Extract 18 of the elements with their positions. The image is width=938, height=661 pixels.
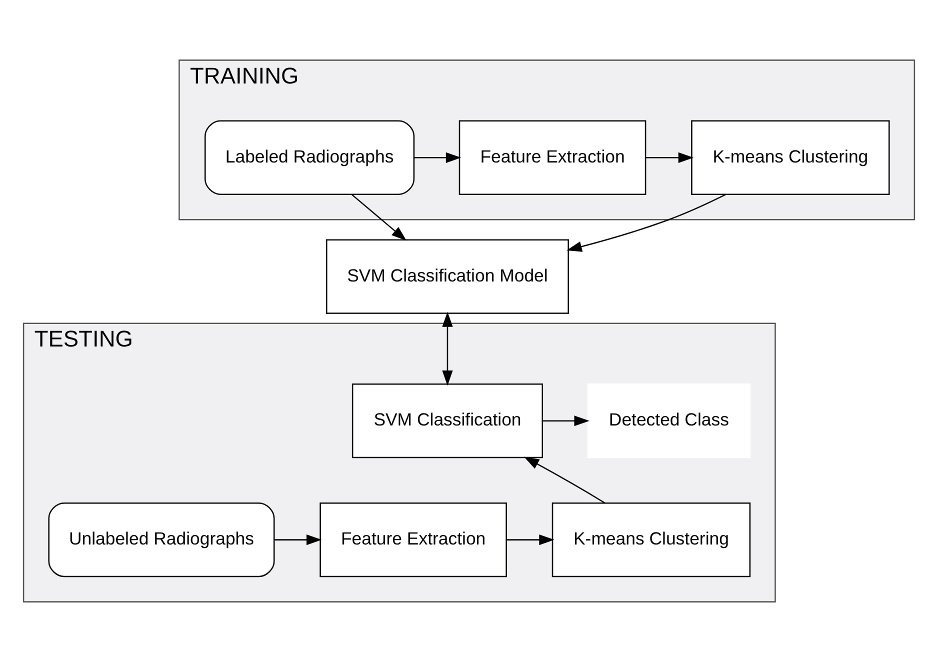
arrow [274,534,322,545]
node-box: Feature Extraction [458,120,646,194]
node-box: Detected Class [587,383,751,458]
arrow [506,534,554,545]
node-box: K-means Clustering [691,120,890,194]
node-box: Labeled Radiographs [204,120,415,194]
arrow [442,311,453,386]
arrow [646,152,694,162]
node-box: Unlabeled Radiographs [48,502,275,577]
arrow [524,456,606,504]
arrow [542,415,590,426]
arrow [566,193,726,252]
node-box: SVM Classification [352,383,544,458]
arrow [351,193,407,240]
arrow [414,152,462,162]
node-box: K-means Clustering [552,502,751,577]
node-box: SVM Classification Model [326,238,569,314]
node-box: Feature Extraction [320,502,507,577]
